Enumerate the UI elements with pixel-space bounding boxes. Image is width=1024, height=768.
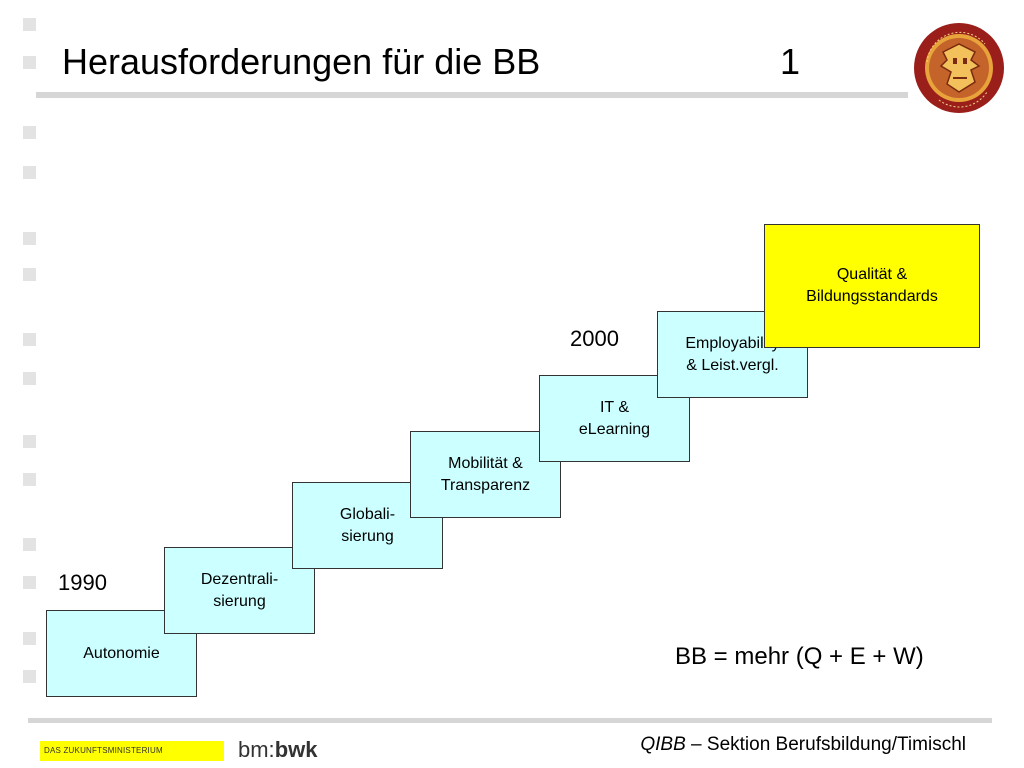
margin-square: [23, 576, 36, 589]
section-logo: [914, 23, 1004, 113]
qibb-label: QIBB: [640, 734, 686, 755]
slide-number: 1: [780, 41, 801, 82]
bm-suffix: bwk: [274, 737, 318, 762]
margin-square: [23, 18, 36, 31]
margin-square: [23, 632, 36, 645]
margin-square: [23, 56, 36, 69]
margin-square: [23, 333, 36, 346]
margin-square: [23, 670, 36, 683]
ministry-label: DAS ZUKUNFTSMINISTERIUM: [40, 741, 224, 761]
year-start-label: 1990: [58, 570, 107, 595]
footer-divider: [28, 718, 992, 723]
footer-credit: QIBB – Sektion Berufsbildung/Timischl: [640, 734, 966, 756]
step-box: Mobilität & Transparenz: [410, 431, 561, 518]
year-end-label: 2000: [570, 326, 619, 351]
margin-square: [23, 126, 36, 139]
bm-prefix: bm:: [238, 737, 275, 762]
margin-square: [23, 538, 36, 551]
margin-square: [23, 372, 36, 385]
margin-square: [23, 473, 36, 486]
bmbwk-logo: bm:bwk: [238, 737, 317, 763]
credit-text: – Sektion Berufsbildung/Timischl: [685, 734, 966, 755]
formula-text: BB = mehr (Q + E + W): [675, 643, 924, 670]
step-box: Autonomie: [46, 610, 197, 697]
slide-title: Herausforderungen für die BB: [62, 41, 541, 82]
title-divider: [36, 92, 908, 98]
margin-square: [23, 435, 36, 448]
step-box: Globali- sierung: [292, 482, 443, 569]
step-box: Dezentrali- sierung: [164, 547, 315, 634]
margin-square: [23, 166, 36, 179]
step-box: Qualität & Bildungsstandards: [764, 224, 980, 348]
margin-square: [23, 232, 36, 245]
margin-square: [23, 268, 36, 281]
